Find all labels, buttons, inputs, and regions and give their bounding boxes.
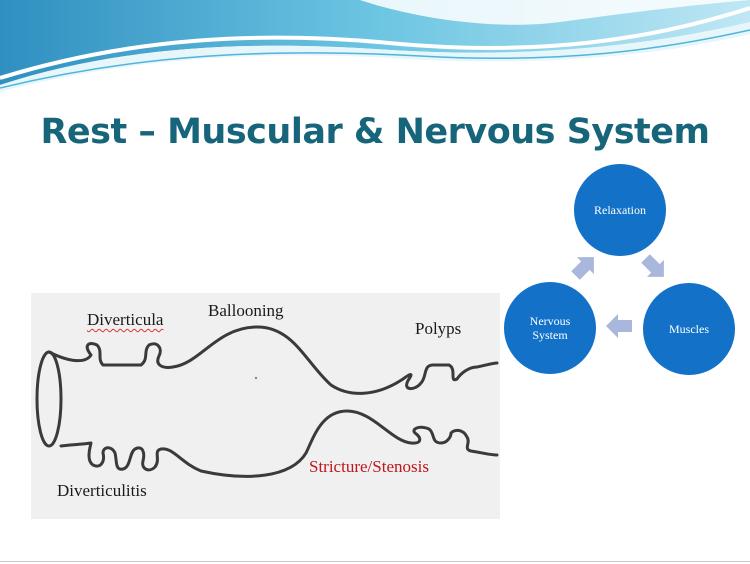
arrow-icon xyxy=(571,257,594,280)
label-stricture: Stricture/Stenosis xyxy=(309,457,429,477)
arrow-icon xyxy=(641,254,664,277)
cycle-node-nervous-system: Nervous System xyxy=(504,282,596,374)
colon-outline xyxy=(35,325,499,478)
label-diverticulitis: Diverticulitis xyxy=(57,481,147,500)
arrow-icon xyxy=(606,314,632,338)
stricture-text: Stricture/Stenosis xyxy=(309,457,429,476)
colon-diagram: Diverticula Ballooning Polyps Diverticul… xyxy=(31,293,500,519)
cycle-node-relaxation: Relaxation xyxy=(574,164,666,256)
label-diverticula: Diverticula xyxy=(87,310,164,329)
label-ballooning: Ballooning xyxy=(208,301,284,320)
cycle-node-muscles: Muscles xyxy=(643,283,735,375)
header-wave xyxy=(0,0,750,92)
label-polyps: Polyps xyxy=(415,319,462,338)
bottom-divider xyxy=(0,561,750,562)
cycle-arrows xyxy=(571,254,664,338)
cycle-diagram: Relaxation Muscles Nervous System xyxy=(500,160,750,390)
slide-title: Rest – Muscular & Nervous System xyxy=(40,112,710,152)
